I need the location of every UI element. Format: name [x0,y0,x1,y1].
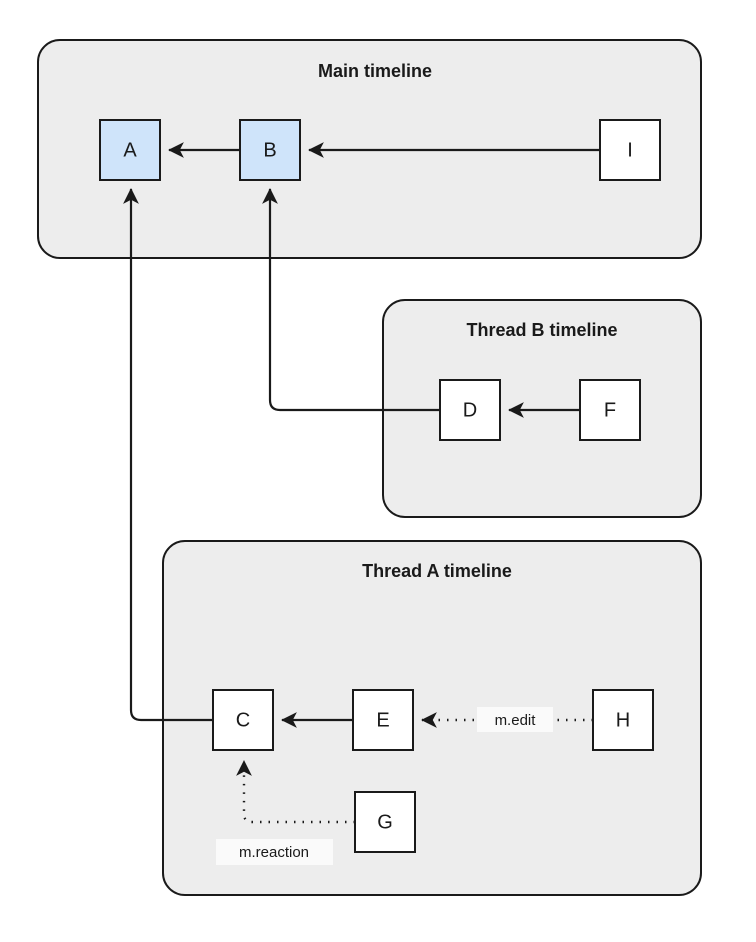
edge-d-to-b [262,188,440,412]
m-edit-label-bg [477,707,553,732]
thread-b-timeline-title: Thread B timeline [466,320,617,340]
node-i-rect[interactable] [599,119,661,181]
node-e-label: E [376,709,389,731]
node-g-label: G [377,811,393,833]
node-g-rect[interactable] [354,791,416,853]
node-h[interactable]: H [592,689,654,751]
node-a-label: A [123,139,137,161]
edge-g-to-c [236,760,355,824]
node-i-label: I [627,139,633,161]
m-reaction-label-text: m.reaction [239,844,309,861]
node-d-label: D [463,399,477,421]
node-g[interactable]: G [354,791,416,853]
thread-a-timeline-title: Thread A timeline [362,561,512,581]
node-c-label: C [236,709,250,731]
node-b-label: B [263,139,276,161]
node-c[interactable]: C [212,689,274,751]
edge-label-m-edit: m.edit [477,707,553,732]
node-d[interactable]: D [439,379,501,441]
node-d-rect[interactable] [439,379,501,441]
node-a-rect[interactable] [99,119,161,181]
node-b[interactable]: B [239,119,301,181]
m-reaction-label-bg [216,839,333,865]
edge-c-to-a [123,188,213,722]
node-h-label: H [616,709,630,731]
edge-label-m-reaction: m.reaction [216,839,333,865]
thread-b-timeline-box [382,299,702,518]
m-edit-label-text: m.edit [495,712,537,729]
node-i[interactable]: I [599,119,661,181]
node-h-rect[interactable] [592,689,654,751]
node-e-rect[interactable] [352,689,414,751]
node-e[interactable]: E [352,689,414,751]
main-timeline-title: Main timeline [318,61,432,81]
node-a[interactable]: A [99,119,161,181]
container-thread-b-timeline: Thread B timeline [382,299,702,518]
node-b-rect[interactable] [239,119,301,181]
node-f-label: F [604,399,616,421]
node-f[interactable]: F [579,379,641,441]
node-f-rect[interactable] [579,379,641,441]
node-c-rect[interactable] [212,689,274,751]
